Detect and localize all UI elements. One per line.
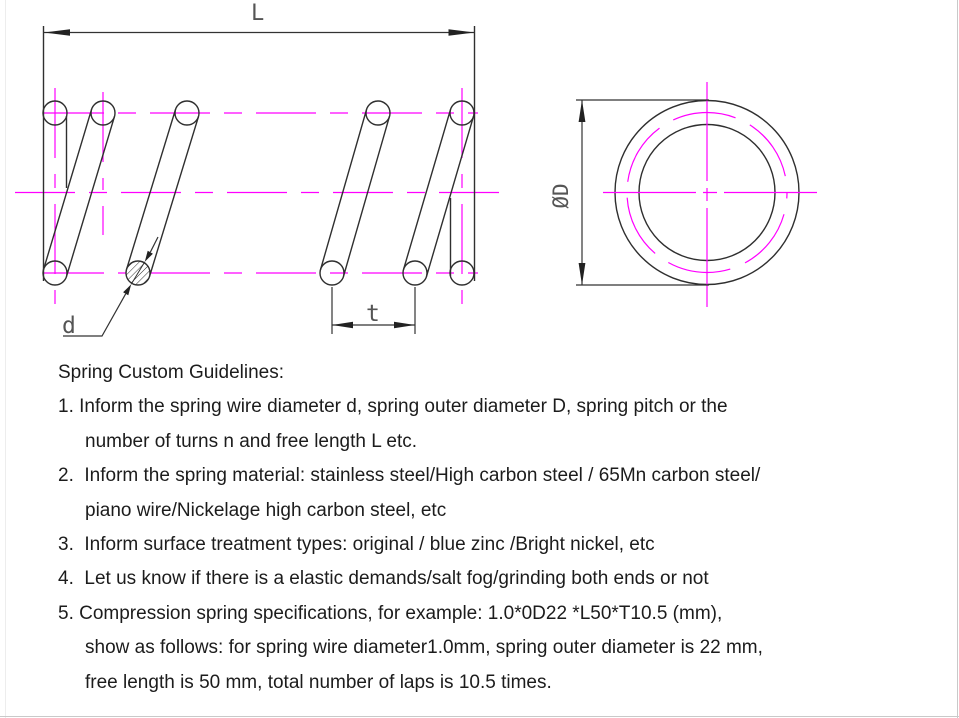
guideline-item-2: 2. Inform the spring material: stainless…	[58, 465, 761, 487]
spring-end-view	[603, 82, 817, 307]
spring-side-view	[42, 26, 476, 286]
guideline-item-3: 3. Inform surface treatment types: origi…	[58, 533, 655, 555]
guideline-item-2b: piano wire/Nickelage high carbon steel, …	[85, 499, 447, 521]
dimension-outer-diameter: ØD	[549, 99, 709, 286]
guidelines-title: Spring Custom Guidelines:	[58, 362, 284, 383]
pitch-label: t	[366, 301, 380, 327]
wire-diameter-label: d	[62, 313, 76, 339]
free-length-label: L	[251, 1, 264, 26]
guideline-item-1: 1. Inform the spring wire diameter d, sp…	[58, 396, 728, 418]
dimension-wire-diameter: d	[62, 236, 159, 339]
guideline-item-1b: number of turns n and free length L etc.	[85, 430, 417, 452]
guideline-item-5: 5. Compression spring specifications, fo…	[58, 602, 723, 624]
dimension-pitch: t	[331, 287, 416, 334]
outer-diameter-label: ØD	[549, 183, 573, 208]
spring-technical-drawing: L t d	[15, 1, 817, 339]
page-edge-bottom	[0, 716, 959, 717]
guideline-item-4: 4. Let us know if there is a elastic dem…	[58, 568, 709, 590]
dimension-free-length: L	[43, 1, 475, 36]
guideline-item-5c: free length is 50 mm, total number of la…	[85, 671, 552, 693]
guidelines-text-block: Spring Custom Guidelines: 1. Inform the …	[58, 356, 938, 700]
page-edge-left	[5, 0, 6, 718]
guideline-item-5b: show as follows: for spring wire diamete…	[85, 637, 763, 659]
page-edge-right	[957, 0, 958, 718]
